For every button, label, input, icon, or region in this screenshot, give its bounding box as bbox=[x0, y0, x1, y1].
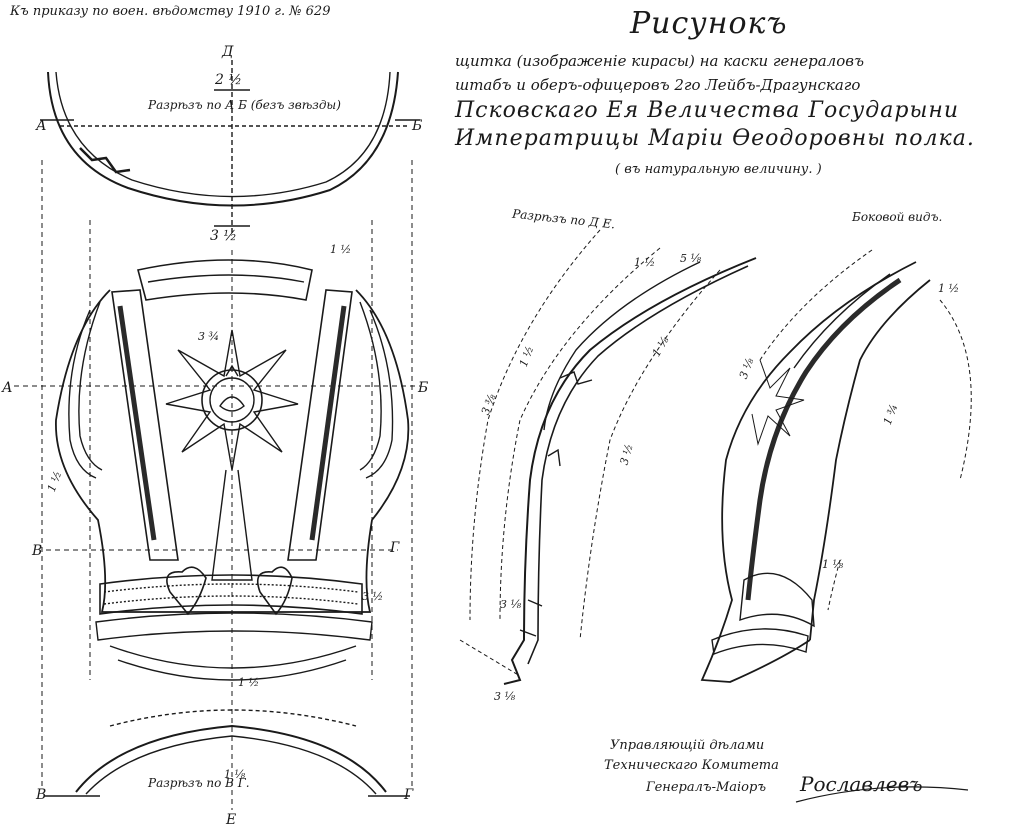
letter-b-top: Б bbox=[412, 118, 423, 134]
side-view-drawing bbox=[700, 249, 972, 683]
letter-b-mid: Б bbox=[418, 380, 429, 396]
page-title: Рисунокъ bbox=[630, 6, 788, 41]
star-emblem bbox=[165, 329, 299, 471]
front-cuirass bbox=[55, 259, 410, 681]
signature-line-1: Управляющій дѣлами bbox=[610, 738, 765, 753]
dim-de-low: 3 ⅛ bbox=[500, 598, 522, 611]
dim-shoulder: 1 ½ bbox=[330, 243, 352, 256]
dim-de-top-a: 1 ½ bbox=[634, 256, 656, 269]
dim-side-top: 1 ½ bbox=[938, 282, 960, 295]
section-vg-caption: Разрѣзъ по В Г. bbox=[148, 776, 250, 790]
dim-top-width: 2 ½ bbox=[215, 72, 242, 88]
letter-v-bottom: В bbox=[36, 787, 47, 803]
title-line-2: штабъ и оберъ-офицеровъ 2го Лейбъ-Драгун… bbox=[455, 76, 861, 94]
scale-note: ( въ натуральную величину. ) bbox=[615, 162, 822, 177]
section-vg-drawing bbox=[44, 709, 410, 797]
dim-bottom: 1 ⅛ bbox=[224, 768, 246, 781]
letter-a-top: А bbox=[36, 118, 47, 134]
letter-g-mid: Г bbox=[390, 540, 400, 556]
order-reference: Къ приказу по воен. вѣдомству 1910 г. № … bbox=[10, 4, 331, 19]
title-line-3: Псковскаго Ея Величества Государыни bbox=[455, 98, 960, 123]
dim-star-offset: 3 ¾ bbox=[198, 330, 220, 343]
dim-de-base: 3 ⅛ bbox=[494, 690, 516, 703]
title-line-1: щитка (изображеніе кирасы) на каски гене… bbox=[455, 52, 864, 70]
title-line-4: Императрицы Маріи Ѳеодоровны полка. bbox=[455, 126, 975, 151]
section-ab-caption: Разрѣзъ по А Б (безъ звѣзды) bbox=[148, 98, 341, 112]
letter-a-mid: А bbox=[2, 380, 13, 396]
construction-lines bbox=[14, 160, 420, 810]
section-de-drawing bbox=[459, 229, 757, 685]
letter-e-bottom: Е bbox=[226, 812, 237, 828]
letter-d-top: Д bbox=[222, 44, 234, 60]
signature-line-3: Генералъ-Маіоръ bbox=[646, 780, 766, 795]
signature-line-2: Техническаго Комитета bbox=[604, 758, 779, 773]
dim-de-top-b: 5 ⅛ bbox=[680, 252, 702, 265]
dim-top-depth: 3 ½ bbox=[210, 228, 237, 244]
letter-g-bottom: Г bbox=[404, 787, 414, 803]
letter-v-mid: В bbox=[32, 543, 43, 559]
signature-name: Рославлевъ bbox=[800, 772, 923, 796]
side-view-caption: Боковой видъ. bbox=[852, 210, 943, 224]
signature-underline bbox=[795, 786, 969, 803]
section-ab-drawing bbox=[40, 60, 420, 236]
